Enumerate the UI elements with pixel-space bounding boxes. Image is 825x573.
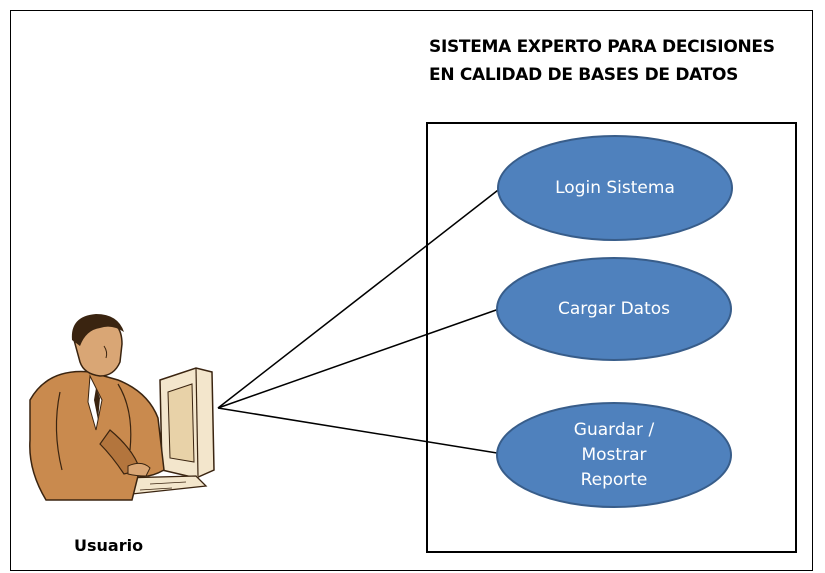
system-boundary — [426, 122, 797, 553]
title-line-1: SISTEMA EXPERTO PARA DECISIONES — [429, 37, 775, 57]
title-line-2: EN CALIDAD DE BASES DE DATOS — [429, 65, 739, 85]
association-line-cargar — [217, 308, 500, 409]
association-line-reporte — [217, 407, 498, 454]
diagram-title: SISTEMA EXPERTO PARA DECISIONES EN CALID… — [429, 33, 819, 89]
use-case-cargar-datos — [496, 257, 732, 361]
use-case-guardar-mostrar-reporte — [496, 402, 732, 508]
person-at-computer-icon — [29, 314, 215, 501]
actor-label: Usuario — [74, 536, 144, 555]
association-line-login — [217, 186, 503, 409]
use-case-login-sistema — [497, 135, 733, 241]
